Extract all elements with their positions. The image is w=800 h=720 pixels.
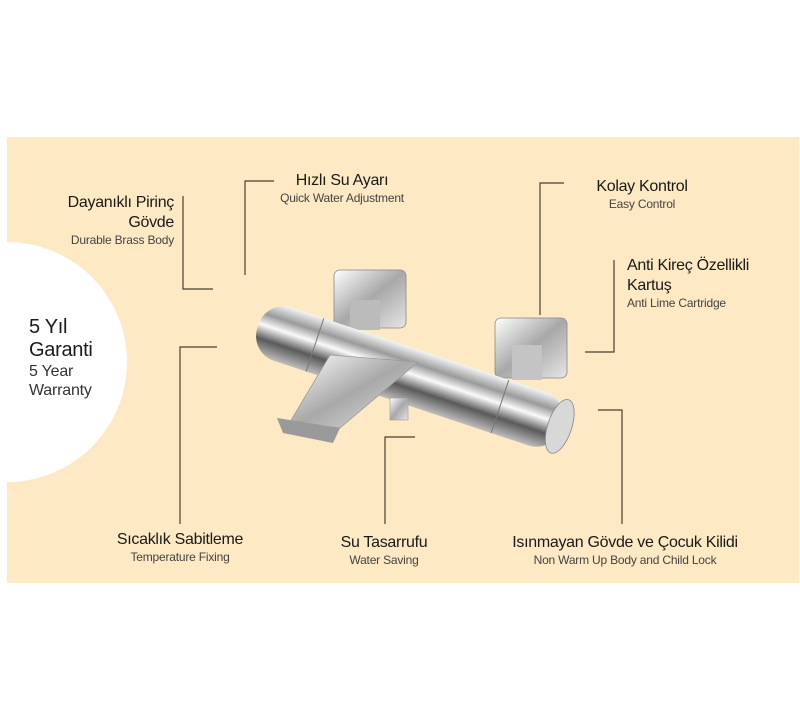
feature-title-line2: Gövde — [128, 214, 174, 231]
warranty-title-line1: 5 Yıl — [29, 316, 68, 338]
feature-title: Hızlı Su Ayarı — [295, 172, 389, 189]
thermostat-body — [256, 306, 564, 447]
callout-line-child-lock — [598, 409, 623, 524]
feature-subtitle: Anti Lime Cartridge — [627, 296, 726, 310]
feature-title: Kolay Kontrol — [596, 178, 688, 195]
callout-line-brass-body — [182, 196, 213, 290]
feature-water-saving: Su Tasarrufu Water Saving — [314, 533, 454, 568]
feature-child-lock: Isınmayan Gövde ve Çocuk Kilidi Non Warm… — [500, 533, 750, 568]
warranty-title-line2: Garanti — [29, 339, 93, 361]
feature-anti-lime: Anti Kireç Özellikli Kartuş Anti Lime Ca… — [627, 256, 749, 311]
warranty-subtitle-line1: 5 Year — [29, 363, 74, 380]
faucet-image — [256, 269, 575, 454]
callout-line-quick-water — [244, 180, 274, 275]
callout-lines — [179, 180, 623, 524]
feature-title: Sıcaklık Sabitleme — [116, 531, 244, 548]
callout-line-temperature — [179, 346, 217, 524]
callout-line-water-saving — [384, 436, 415, 524]
feature-subtitle: Temperature Fixing — [130, 550, 230, 564]
warranty-label: 5 Yıl Garanti 5 Year Warranty — [29, 316, 93, 400]
feature-easy-control: Kolay Kontrol Easy Control — [567, 177, 717, 212]
feature-subtitle: Quick Water Adjustment — [280, 191, 404, 205]
feature-title: Dayanıklı Pirinç — [67, 194, 175, 211]
feature-title: Su Tasarrufu — [340, 534, 428, 551]
feature-subtitle: Water Saving — [349, 553, 419, 567]
warranty-circle — [7, 242, 127, 482]
feature-title-line2: Kartuş — [627, 277, 672, 294]
feature-title: Isınmayan Gövde ve Çocuk Kilidi — [512, 534, 738, 551]
feature-subtitle: Non Warm Up Body and Child Lock — [533, 553, 717, 567]
feature-subtitle: Easy Control — [608, 197, 676, 211]
feature-temperature-fixing: Sıcaklık Sabitleme Temperature Fixing — [100, 530, 260, 565]
diverter-outlet — [389, 397, 409, 421]
warranty-subtitle-line2: Warranty — [29, 382, 92, 399]
callout-line-easy-control — [539, 182, 564, 315]
feature-brass-body: Dayanıklı Pirinç Gövde Durable Brass Bod… — [67, 193, 175, 248]
callout-line-anti-lime — [585, 260, 615, 353]
feature-quick-water: Hızlı Su Ayarı Quick Water Adjustment — [272, 171, 412, 206]
feature-title: Anti Kireç Özellikli — [627, 257, 750, 274]
feature-subtitle: Durable Brass Body — [70, 233, 174, 247]
